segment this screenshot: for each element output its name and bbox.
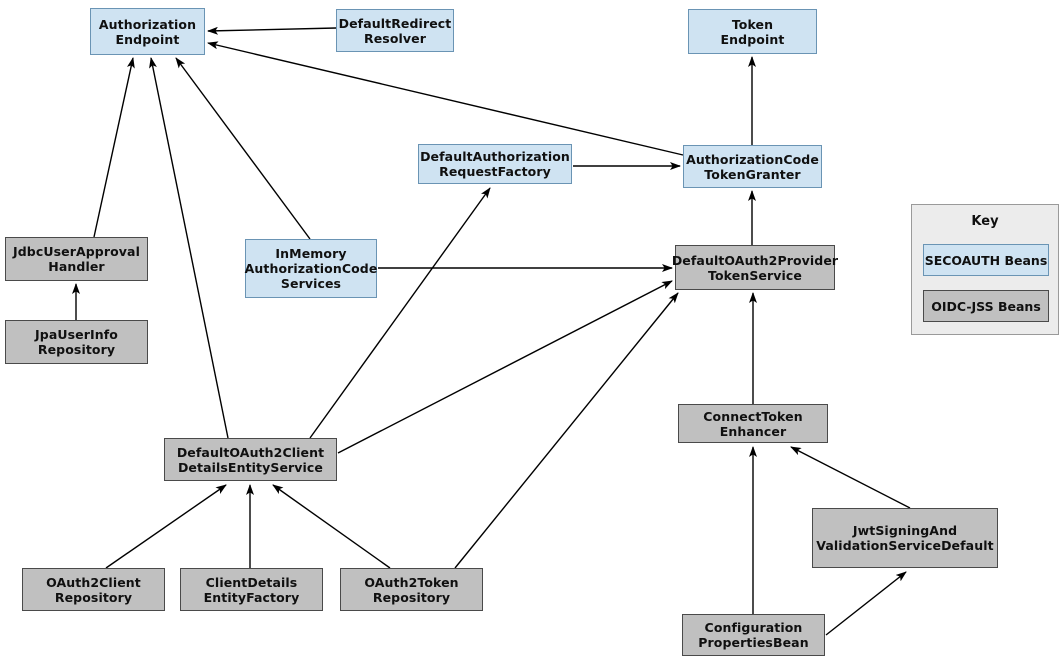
node-jwtSigningAndValidationServiceDefault[interactable]: JwtSigningAnd ValidationServiceDefault	[812, 508, 998, 568]
legend-key-box: Key SECOAUTH Beans OIDC-JSS Beans	[911, 204, 1059, 335]
edge-defaultOAuth2ClientDetailsEntityService-to-defaultOAuth2ProviderTokenService	[337, 280, 673, 454]
edge-inMemoryAuthorizationCodeServices-to-authorizationEndpoint	[175, 57, 311, 240]
node-clientDetailsEntityFactory[interactable]: ClientDetails EntityFactory	[180, 568, 323, 611]
edge-defaultOAuth2ClientDetailsEntityService-to-defaultAuthorizationRequestFactory	[309, 187, 491, 439]
edge-jwtSigningAndValidationServiceDefault-to-connectTokenEnhancer	[790, 446, 911, 509]
node-jdbcUserApprovalHandler[interactable]: JdbcUserApproval Handler	[5, 237, 148, 281]
legend-title: Key	[971, 214, 999, 229]
edge-authorizationCodeTokenGranter-to-authorizationEndpoint	[207, 41, 684, 156]
edge-jdbcUserApprovalHandler-to-authorizationEndpoint	[93, 57, 135, 238]
node-connectTokenEnhancer[interactable]: ConnectToken Enhancer	[678, 404, 828, 443]
node-oAuth2TokenRepository[interactable]: OAuth2Token Repository	[340, 568, 483, 611]
edge-configurationPropertiesBean-to-jwtSigningAndValidationServiceDefault	[825, 571, 907, 636]
node-jpaUserInfoRepository[interactable]: JpaUserInfo Repository	[5, 320, 148, 364]
node-tokenEndpoint[interactable]: Token Endpoint	[688, 9, 817, 54]
node-authorizationCodeTokenGranter[interactable]: AuthorizationCode TokenGranter	[683, 145, 822, 188]
node-defaultRedirectResolver[interactable]: DefaultRedirect Resolver	[336, 9, 454, 52]
node-authorizationEndpoint[interactable]: Authorization Endpoint	[90, 8, 205, 55]
node-defaultOAuth2ClientDetailsEntityService[interactable]: DefaultOAuth2Client DetailsEntityService	[164, 438, 337, 481]
node-oAuth2ClientRepository[interactable]: OAuth2Client Repository	[22, 568, 165, 611]
node-configurationPropertiesBean[interactable]: Configuration PropertiesBean	[682, 614, 825, 656]
legend-item-secoauth: SECOAUTH Beans	[923, 244, 1049, 276]
edge-oAuth2ClientRepository-to-defaultOAuth2ClientDetailsEntityService	[105, 484, 227, 569]
node-inMemoryAuthorizationCodeServices[interactable]: InMemory AuthorizationCode Services	[245, 239, 377, 298]
node-defaultOAuth2ProviderTokenService[interactable]: DefaultOAuth2Provider TokenService	[672, 245, 838, 290]
legend-item-oidc: OIDC-JSS Beans	[923, 290, 1049, 322]
edge-oAuth2TokenRepository-to-defaultOAuth2ClientDetailsEntityService	[272, 484, 391, 569]
legend-item-secoauth-label: SECOAUTH Beans	[924, 252, 1048, 268]
edge-defaultOAuth2ClientDetailsEntityService-to-authorizationEndpoint	[149, 57, 229, 439]
edge-defaultRedirectResolver-to-authorizationEndpoint	[207, 26, 337, 35]
edge-oAuth2TokenRepository-to-defaultOAuth2ProviderTokenService	[454, 292, 679, 569]
legend-item-oidc-label: OIDC-JSS Beans	[931, 298, 1041, 314]
node-defaultAuthorizationRequestFactory[interactable]: DefaultAuthorization RequestFactory	[418, 144, 572, 184]
